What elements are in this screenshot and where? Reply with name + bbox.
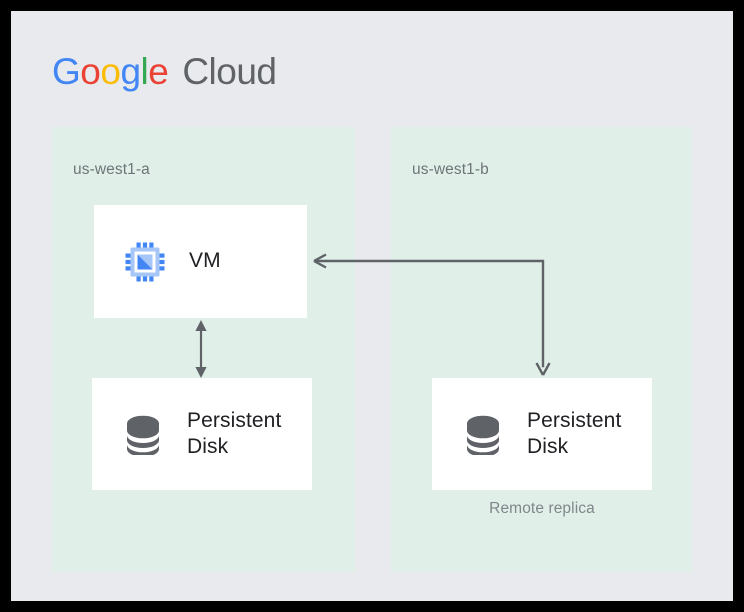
vm-node-box[interactable]: VM	[94, 205, 307, 318]
logo-letter-g2: g	[120, 51, 141, 92]
vm-node-content: VM	[94, 240, 221, 284]
logo-letter-l: l	[140, 51, 149, 92]
remote-replica-caption: Remote replica	[489, 500, 595, 517]
disk-label-line-1: Persistent	[527, 408, 622, 432]
disk-label-line-1: Persistent	[187, 408, 282, 432]
disk-label-line-2: Disk	[527, 435, 569, 458]
zone-label-us-west1-a: us-west1-a	[73, 161, 150, 178]
vm-node-label: VM	[189, 249, 221, 273]
logo-letter-e: e	[148, 51, 169, 92]
database-disk-icon	[121, 412, 165, 456]
logo-letter-o2: o	[100, 51, 121, 92]
database-disk-icon	[461, 412, 505, 456]
logo-letter-g1: G	[52, 51, 81, 92]
zone-panel-us-west1-a: us-west1-a	[52, 127, 355, 572]
disk-label-line-2: Disk	[187, 435, 229, 458]
cpu-chip-icon	[123, 240, 167, 284]
cloud-wordmark: Cloud	[182, 51, 277, 92]
logo-letter-o1: o	[80, 51, 101, 92]
zone-label-us-west1-b: us-west1-b	[412, 161, 489, 178]
